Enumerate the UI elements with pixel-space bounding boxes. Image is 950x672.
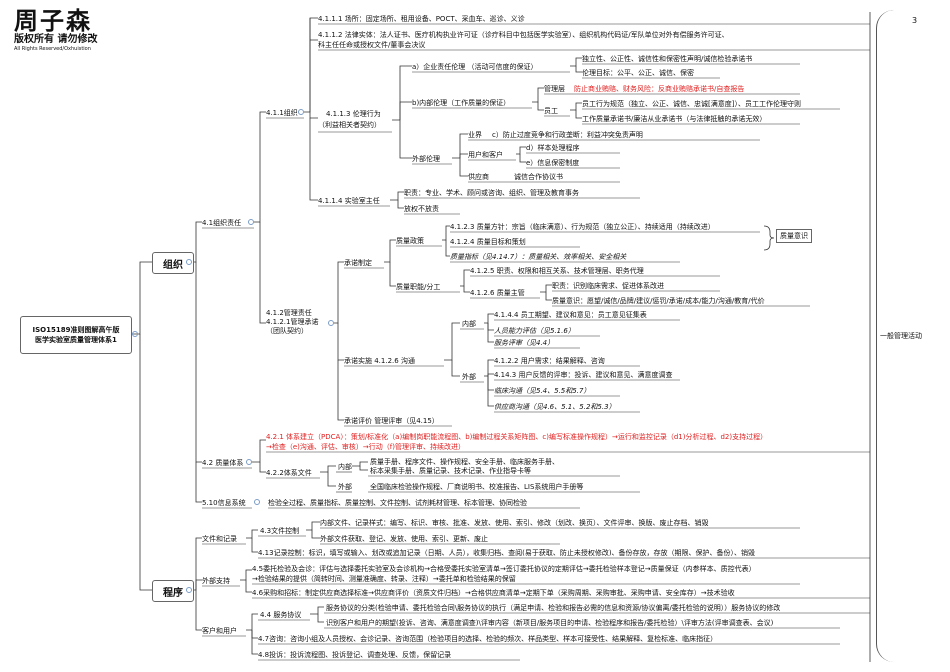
root-node[interactable]: ISO15189准则图解高午版 医学实验室质量管理体系1	[20, 316, 132, 354]
collapse-toggle-icon[interactable]	[298, 109, 304, 115]
node-customers[interactable]: 用户和客户	[468, 151, 503, 159]
node-external-4[interactable]: 供应商沟通（见4.6、5.1、5.2和5.3）	[494, 403, 616, 411]
node-internal[interactable]: 内部	[462, 320, 476, 328]
node-4-3-1[interactable]: 内部文件、记录样式：编写、标识、审核、批准、发放、使用、索引、修改（划改、换页）…	[320, 519, 709, 527]
collapse-toggle-icon[interactable]	[186, 259, 192, 265]
node-4-4[interactable]: 4.4 服务协议	[260, 611, 302, 619]
node-4-1-2-sub: （团队契约）	[266, 327, 308, 335]
node-quality-manager-1[interactable]: 职责：识别临床需求、促进体系改进	[552, 282, 664, 290]
node-ethics-a[interactable]: a）企业责任伦理 （活动可信度的保证）	[412, 63, 538, 71]
node-procedure[interactable]: 程序	[152, 580, 194, 602]
node-ethics-a-2[interactable]: 伦理目标：公平、公正、诚信、保密	[582, 69, 694, 77]
node-4-1-2-1[interactable]: 4.1.2.1管理承诺	[266, 318, 319, 326]
node-customers-1[interactable]: d）样本处理程序	[526, 144, 580, 152]
right-label: 一般管理活动	[880, 332, 922, 340]
node-4-1-1-3[interactable]: 4.1.1.3 伦理行为	[326, 110, 381, 118]
logo: 周子森 版权所有 请勿修改 All Rights Reserved/Oxhuis…	[14, 8, 97, 53]
node-staff-1[interactable]: 员工行为规范（独立、公正、诚信、忠诚[满意度]）、员工工作伦理守则	[582, 100, 801, 108]
node-director-2[interactable]: 放权不放责	[404, 205, 439, 213]
node-supplier-1[interactable]: 诚信合作协议书	[514, 173, 563, 181]
logo-title: 周子森	[14, 6, 92, 35]
node-doc-external[interactable]: 外部	[338, 483, 352, 491]
node-customers-users[interactable]: 客户和用户	[202, 627, 237, 635]
node-director-1[interactable]: 职责：专业、学术、顾问或咨询、组织、管理及教育事务	[404, 189, 579, 197]
node-quality-policy-2[interactable]: 4.1.2.4 质量目标和策划	[450, 238, 526, 246]
node-4-5-line2: →检验结果的提供（简转时间、测量准确度、转录、注释）→委托单和检验结果的保留	[252, 575, 516, 583]
collapse-toggle-icon[interactable]	[328, 320, 334, 326]
node-quality-policy-3[interactable]: 质量指标（见4.14.7）：质量相关、效率相关、安全相关	[450, 253, 627, 261]
node-5-10[interactable]: 5.10信息系统	[202, 499, 246, 507]
node-quality-manager-2[interactable]: 质量意识：愿望/诚信/品牌/建议/惩罚/承诺/成本/能力/沟通/教育/代价	[552, 297, 765, 305]
node-4-1-1-4[interactable]: 4.1.1.4 实验室主任	[318, 197, 380, 205]
node-commitment-impl[interactable]: 承诺实施 4.1.2.6 沟通	[344, 357, 415, 365]
node-4-3-2[interactable]: 外部文件获取、登记、发放、使用、索引、更新、废止	[320, 535, 488, 543]
node-commitment-set[interactable]: 承诺制定	[344, 259, 372, 267]
node-doc-internal-1[interactable]: 质量手册、程序文件、操作规程、安全手册、临床服务手册、	[370, 458, 559, 466]
node-doc-internal-2: 标本采集手册、质量记录、技术记录、作业指导卡等	[370, 467, 531, 475]
node-quality-policy-1[interactable]: 4.1.2.3 质量方针：宗旨（临床满意）、行为规范（独立公正）、持续适用（持续…	[450, 223, 715, 231]
node-4-7[interactable]: 4.7咨询：咨询小组及人员授权、会诊记录、咨询范围（检验项目的选择、检验的频次、…	[258, 635, 718, 643]
node-4-6[interactable]: 4.6采购和招标：制定供应商选择标准→供应商评价（资质文件归档）→合格供应商清单…	[252, 589, 735, 597]
node-4-1[interactable]: 4.1组织责任	[202, 219, 242, 227]
node-customers-2[interactable]: e）信息保密制度	[526, 159, 580, 167]
collapse-toggle-icon[interactable]	[254, 499, 260, 505]
node-5-10-1[interactable]: 检验全过程、质量指标、质量控制、文件控制、试剂耗材管理、标本管理、协同检验	[268, 499, 527, 507]
node-4-2-2[interactable]: 4.2.2体系文件	[266, 469, 312, 477]
node-4-1-1[interactable]: 4.1.1组织	[266, 109, 298, 117]
node-4-1-1-1[interactable]: 4.1.1.1 场所：固定场所、租用设备、POCT、采血车、巡诊、义诊	[318, 15, 525, 23]
logo-copyright: 版权所有 请勿修改	[14, 34, 98, 45]
collapse-toggle-icon[interactable]	[246, 459, 252, 465]
logo-rights: All Rights Reserved/Oxhuistion	[14, 46, 91, 52]
node-staff[interactable]: 员工	[544, 107, 558, 115]
node-management[interactable]: 管理层	[544, 85, 565, 93]
node-quality-role-1[interactable]: 4.1.2.5 职责、权限和相互关系、技术管理层、职务代理	[470, 267, 644, 275]
node-management-1[interactable]: 防止商业贿赂、财务风险：反商业贿赂承诺书/自查报告	[574, 85, 745, 93]
node-4-2-1-line2: →检查（e)沟通、评估、审核）→行动（f)管理评审、持续改进）	[266, 443, 465, 451]
node-quality-policy[interactable]: 质量政策	[396, 237, 424, 245]
root-title-line-1: ISO15189准则图解高午版	[32, 326, 120, 334]
root-title-line-2: 医学实验室质量管理体系1	[35, 336, 117, 344]
node-commitment-eval[interactable]: 承诺评价 管理评审（见4.15）	[344, 417, 439, 425]
node-4-13[interactable]: 4.13记录控制：标识，填写或输入、划改或追加记录（日期、人员），收集归档、查阅…	[258, 549, 756, 557]
node-4-1-1-2-line1[interactable]: 4.1.1.2 法律实体：法人证书、医疗机构执业许可证（诊疗科目中包括医学实验室…	[318, 31, 729, 39]
node-ethics-b[interactable]: b)内部伦理（工作质量的保证）	[412, 99, 511, 107]
node-4-1-1-3-sub: （利益相关者契约）	[318, 121, 381, 129]
node-4-1-2[interactable]: 4.1.2管理责任	[266, 309, 312, 317]
node-external-2[interactable]: 4.14.3 用户反馈的评审：投诉、建议和意见、满意度调查	[494, 371, 673, 379]
node-quality-role[interactable]: 质量职能/分工	[396, 283, 441, 291]
node-4-1-1-2-line2: 科主任任命或授权文件/董事会决议	[318, 41, 426, 49]
right-bracket	[876, 10, 937, 662]
node-organization[interactable]: 组织	[152, 252, 194, 274]
node-external[interactable]: 外部	[462, 373, 476, 381]
node-industry[interactable]: 业界	[468, 131, 482, 139]
node-external-3[interactable]: 临床沟通（见5.4、5.5和5.7）	[494, 387, 591, 395]
node-4-3[interactable]: 4.3文件控制	[260, 527, 300, 535]
node-supplier[interactable]: 供应商	[468, 173, 489, 181]
node-external-1[interactable]: 4.1.2.2 用户需求：结果解释、咨询	[494, 357, 605, 365]
node-internal-1[interactable]: 4.1.4.4 员工期望、建议和意见：员工意见征集表	[494, 311, 647, 319]
node-ethics-a-1[interactable]: 独立性、公正性、诚信性和保密性声明/诚信检验承诺书	[582, 55, 753, 63]
collapse-toggle-icon[interactable]	[132, 331, 138, 337]
node-4-4-1[interactable]: 服务协议的分类(检验申请、委托检验合同\服务协议的执行（满足申请、检验和报告必需…	[326, 604, 781, 612]
node-4-2[interactable]: 4.2 质量体系	[202, 459, 244, 467]
node-doc-external-1[interactable]: 全国临床检验操作规程、厂商说明书、校准报告、LIS系统用户手册等	[370, 483, 584, 491]
node-docs-records[interactable]: 文件和记录	[202, 535, 237, 543]
node-internal-2[interactable]: 人员能力评估（见5.1.6）	[494, 327, 575, 335]
node-internal-3[interactable]: 服务评审（见4.4）	[494, 339, 555, 347]
node-external-support[interactable]: 外部支持	[202, 577, 230, 585]
page-number: 3	[912, 16, 918, 25]
node-doc-internal[interactable]: 内部	[338, 463, 352, 471]
collapse-toggle-icon[interactable]	[186, 587, 192, 593]
node-staff-2[interactable]: 工作质量承诺书/廉洁从业承诺书（与法律抵触的承诺无效）	[582, 115, 767, 123]
node-industry-1[interactable]: c）防止过度竞争和行政垄断：利益冲突免责声明	[492, 131, 643, 139]
node-4-5-line1[interactable]: 4.5委托检验及会诊：评估与选择委托实验室及会诊机构→合格受委托实验室清单→签订…	[252, 565, 756, 573]
node-4-8[interactable]: 4.8投诉：投诉流程图、投诉登记、调查处理、反馈，保留记录	[258, 651, 452, 659]
node-4-2-1-line1[interactable]: 4.2.1 体系建立（PDCA）：策划/标准化（a)编制岗职能流程图、b)编制过…	[266, 433, 768, 441]
callout-quality-awareness: 质量意识	[776, 229, 812, 243]
collapse-toggle-icon[interactable]	[248, 219, 254, 225]
node-quality-manager[interactable]: 4.1.2.6 质量主管	[470, 289, 525, 297]
node-4-4-2[interactable]: 识别客户和用户的期望(投诉、咨询、满意度调查)\评审内容（新项目/服务项目的申请…	[326, 619, 774, 627]
node-external-ethics[interactable]: 外部伦理	[412, 155, 440, 163]
